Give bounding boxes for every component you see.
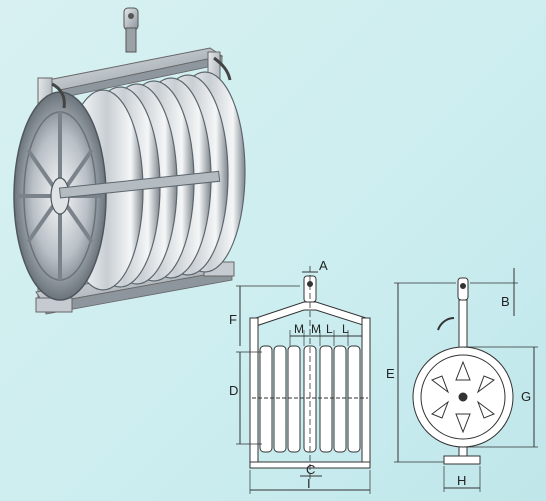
dim-label-l2: L <box>342 322 349 336</box>
front-view-sheaves <box>259 345 361 453</box>
dim-label-h: H <box>457 473 466 488</box>
dim-label-f: F <box>229 312 237 327</box>
dim-label-b: B <box>501 294 510 309</box>
dim-label-c: C <box>306 462 315 477</box>
dim-label-m1: M <box>294 322 304 336</box>
dim-label-i: I <box>307 476 311 491</box>
side-view-drawing <box>394 268 538 492</box>
side-view-labels: B E G H <box>386 294 531 488</box>
front-view-drawing <box>236 266 371 494</box>
dim-label-m2: M <box>311 322 321 336</box>
front-view-labels: A F M M L L D C I <box>229 258 349 491</box>
sheave-wheels <box>13 71 246 301</box>
dim-label-g: G <box>521 389 531 404</box>
sheave-block-photo <box>13 7 246 315</box>
dim-label-e: E <box>386 366 395 381</box>
dim-label-d: D <box>229 383 238 398</box>
dim-label-a: A <box>319 258 328 273</box>
shackle-icon <box>123 7 139 53</box>
dim-label-l1: L <box>326 322 333 336</box>
